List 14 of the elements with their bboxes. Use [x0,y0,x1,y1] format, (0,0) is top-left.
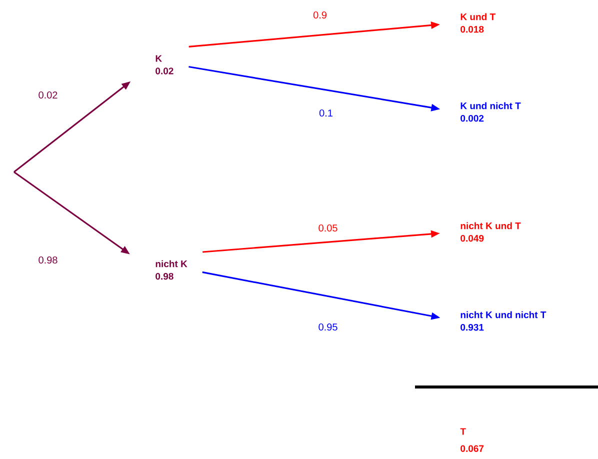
outcome-label: nicht K und T 0.049 [460,222,521,242]
outcome-label: K und nicht T 0.002 [460,102,521,122]
result-text: T [460,428,466,435]
result-text: 0.067 [460,445,484,452]
edge-label: 0.98 [37,255,59,265]
edge-label: 0.95 [317,322,339,332]
edge-label: 0.02 [37,90,59,100]
edge-label: 0.1 [318,108,334,118]
edge-label: 0.05 [317,223,339,233]
outcome-label: nicht K 0.98 [156,260,188,280]
edge-label: 0.9 [312,10,328,20]
outcome-label: K 0.02 [156,55,174,74]
outcome-label: nicht K und nicht T 0.931 [460,311,546,331]
outcome-label: K und T 0.018 [460,13,496,33]
